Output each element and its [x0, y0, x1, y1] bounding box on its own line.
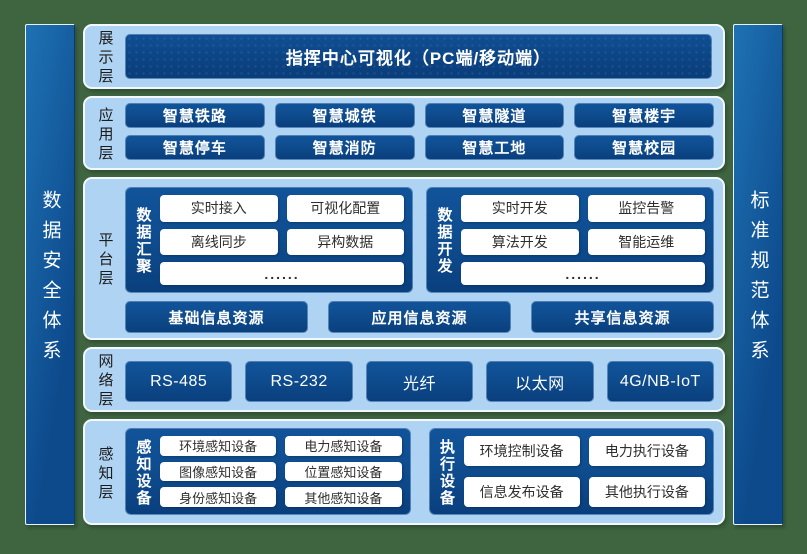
layer-perception: 感知层 感知设备 环境感知设备 电力感知设备 图像感知设备 位置感知设备 身份感… [83, 419, 725, 525]
platform-box-realtime-dev: 实时开发 [461, 195, 579, 222]
sense-box-identity: 身份感知设备 [160, 487, 277, 507]
sense-box-image: 图像感知设备 [160, 461, 277, 482]
platform-groups: 数据汇聚 实时接入 可视化配置 离线同步 异构数据 ...... 数据开发 实时… [125, 187, 714, 293]
exec-box-env-control: 环境控制设备 [463, 436, 580, 466]
platform-box-offline-sync: 离线同步 [160, 228, 278, 256]
network-box-rs485: RS-485 [125, 361, 233, 402]
platform-box-monitor-alert: 监控告警 [587, 195, 705, 222]
platform-box-more-aggregation: ...... [160, 262, 404, 285]
resource-row: 基础信息资源 应用信息资源 共享信息资源 [125, 301, 714, 333]
platform-box-algorithm-dev: 算法开发 [461, 228, 579, 256]
layer-network-label: 网络层 [96, 353, 114, 410]
platform-box-more-development: ...... [461, 262, 705, 285]
network-box-4g-nbiot: 4G/NB-IoT [606, 361, 714, 402]
layer-stack: 展示层 指挥中心可视化（PC端/移动端） 应用层 智慧铁路 智慧城铁 智慧隧道 … [83, 24, 725, 525]
exec-box-other-exec: 其他执行设备 [588, 477, 705, 507]
sidebar-standards-label: 标准规范体系 [747, 190, 769, 370]
app-box-smart-fire: 智慧消防 [274, 135, 415, 160]
sense-box-other: 其他感知设备 [285, 487, 402, 507]
sense-box-environment: 环境感知设备 [160, 436, 277, 456]
layer-platform-label: 平台层 [96, 232, 114, 289]
network-box-fiber: 光纤 [365, 361, 474, 402]
layer-perception-label: 感知层 [96, 445, 114, 503]
group-data-aggregation-label: 数据汇聚 [134, 207, 152, 275]
sidebar-data-security-label: 数据安全体系 [39, 190, 61, 370]
app-box-smart-campus: 智慧校园 [574, 135, 714, 160]
network-box-rs232: RS-232 [245, 361, 353, 402]
app-box-smart-tunnel: 智慧隧道 [424, 103, 565, 128]
group-execution-devices: 执行设备 环境控制设备 电力执行设备 信息发布设备 其他执行设备 [428, 428, 714, 515]
layer-application: 应用层 智慧铁路 智慧城铁 智慧隧道 智慧楼宇 智慧停车 智慧消防 智慧工地 智… [83, 96, 725, 170]
platform-box-hetero-data: 异构数据 [286, 228, 404, 256]
layer-application-label: 应用层 [96, 106, 114, 164]
group-data-development: 数据开发 实时开发 监控告警 算法开发 智能运维 ...... [426, 187, 714, 293]
platform-box-visual-config: 可视化配置 [286, 195, 404, 222]
application-grid: 智慧铁路 智慧城铁 智慧隧道 智慧楼宇 智慧停车 智慧消防 智慧工地 智慧校园 [125, 98, 723, 168]
group-execution-devices-label: 执行设备 [438, 438, 455, 507]
resource-box-shared-info: 共享信息资源 [531, 301, 714, 333]
sidebar-standards: 标准规范体系 [733, 24, 783, 525]
layer-presentation-label: 展示层 [96, 30, 114, 87]
sidebar-data-security: 数据安全体系 [25, 24, 75, 525]
layer-platform: 平台层 数据汇聚 实时接入 可视化配置 离线同步 异构数据 ...... [83, 177, 725, 340]
group-data-aggregation: 数据汇聚 实时接入 可视化配置 离线同步 异构数据 ...... [125, 187, 413, 293]
group-sensing-devices: 感知设备 环境感知设备 电力感知设备 图像感知设备 位置感知设备 身份感知设备 … [125, 428, 411, 515]
group-sensing-devices-label: 感知设备 [134, 438, 152, 507]
resource-box-app-info: 应用信息资源 [328, 301, 511, 333]
exec-box-info-publish: 信息发布设备 [463, 477, 580, 507]
command-center-banner: 指挥中心可视化（PC端/移动端） [125, 34, 712, 79]
app-box-smart-building: 智慧楼宇 [574, 103, 714, 128]
network-box-ethernet: 以太网 [486, 361, 594, 402]
app-box-smart-parking: 智慧停车 [125, 135, 265, 160]
platform-box-realtime-access: 实时接入 [160, 195, 278, 222]
sense-box-power: 电力感知设备 [285, 436, 402, 456]
platform-box-intelligent-ops: 智能运维 [587, 228, 705, 256]
resource-box-basic-info: 基础信息资源 [125, 301, 308, 333]
group-data-development-label: 数据开发 [435, 207, 453, 275]
app-box-smart-metro: 智慧城铁 [274, 103, 415, 128]
app-box-smart-site: 智慧工地 [424, 135, 565, 160]
layer-presentation: 展示层 指挥中心可视化（PC端/移动端） [83, 24, 725, 89]
exec-box-power-exec: 电力执行设备 [588, 436, 705, 466]
app-box-smart-railway: 智慧铁路 [125, 103, 265, 128]
network-grid: RS-485 RS-232 光纤 以太网 4G/NB-IoT [125, 349, 723, 410]
sense-box-location: 位置感知设备 [285, 461, 402, 482]
layer-network: 网络层 RS-485 RS-232 光纤 以太网 4G/NB-IoT [83, 347, 725, 412]
